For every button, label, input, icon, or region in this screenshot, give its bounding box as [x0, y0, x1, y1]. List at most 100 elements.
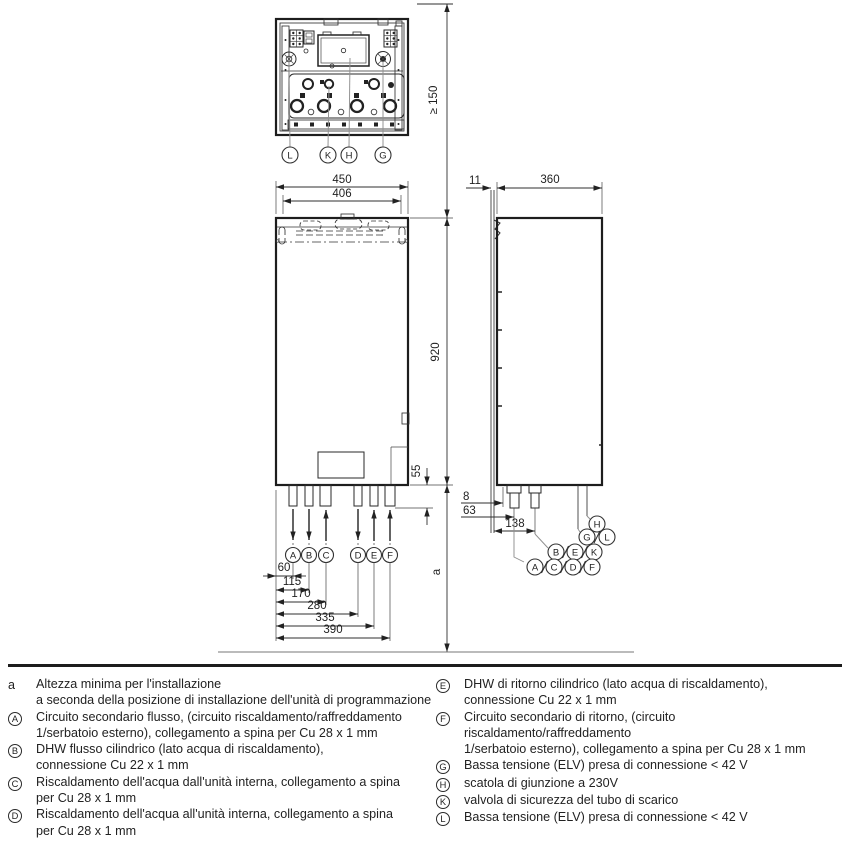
front-pipe-stubs — [288, 484, 396, 507]
front-callout-D: D — [349, 546, 367, 564]
front-callout-F-label: F — [387, 550, 393, 561]
dim-wall-gap: 11 — [469, 175, 481, 187]
legend-key-C: C — [8, 776, 22, 791]
legend-text: 1/serbatoio esterno), collegamento a spi… — [36, 725, 378, 740]
legend-right-column: E DHW di ritorno cilindrico (lato acqua … — [436, 676, 844, 827]
side-callout-H-label: H — [594, 519, 601, 530]
legend-entry-H: H scatola di giunzione a 230V — [436, 775, 844, 792]
side-callout-L-label: L — [604, 532, 609, 543]
side-callout-C-label: C — [551, 562, 558, 573]
side-view: 11 360 8 63 138 H G L — [461, 174, 616, 576]
dim-offset-c: 170 — [291, 588, 310, 600]
top-callout-G: G — [374, 146, 392, 164]
side-callout-F: F — [583, 558, 601, 576]
legend-text: connessione Cu 22 x 1 mm — [36, 758, 189, 773]
dim-offset-f: 390 — [323, 624, 342, 636]
legend-text: Riscaldamento dell'acqua dall'unità inte… — [36, 774, 400, 789]
legend-entry-E: E DHW di ritorno cilindrico (lato acqua … — [436, 676, 844, 709]
legend-text: Riscaldamento dell'acqua all'unità inter… — [36, 807, 393, 822]
dim-side-a: 8 — [463, 491, 469, 503]
legend-entry-D: D Riscaldamento dell'acqua all'unità int… — [8, 806, 432, 839]
top-callout-K-label: K — [325, 150, 332, 161]
side-callout-K: K — [585, 543, 603, 561]
legend-key-B: B — [8, 744, 22, 759]
dim-offset-e: 335 — [315, 612, 334, 624]
legend-key-E: E — [436, 679, 450, 693]
side-callout-C: C — [545, 558, 563, 576]
front-callout-A: A — [284, 546, 302, 564]
legend-key-A: A — [8, 711, 22, 726]
installation-drawing: L K H G ≥ 150 — [218, 3, 634, 653]
legend-key-K: K — [436, 795, 450, 810]
front-callout-E: E — [365, 546, 383, 564]
side-callout-K-label: K — [591, 547, 598, 558]
junction-box — [317, 31, 370, 67]
legend-text: connessione Cu 22 x 1 mm — [464, 693, 617, 708]
legend-key-F: F — [436, 711, 450, 726]
dim-width-inner: 406 — [332, 188, 351, 200]
dim-offset-a: 60 — [278, 562, 291, 574]
front-callout-E-label: E — [371, 550, 377, 561]
side-callout-E-label: E — [572, 547, 578, 558]
legend-text: Circuito secondario flusso, (circuito ri… — [36, 709, 402, 724]
legend-entry-L: L Bassa tensione (ELV) presa di connessi… — [436, 809, 844, 827]
top-callout-H: H — [340, 146, 358, 164]
dim-width-outer: 450 — [332, 174, 351, 186]
dim-clearance-top: ≥ 150 — [410, 3, 453, 219]
legend-text: scatola di giunzione a 230V — [464, 775, 619, 790]
legend-text: per Cu 28 x 1 mm — [36, 791, 137, 806]
terminal-block-left — [289, 29, 304, 48]
top-callout-K: K — [319, 146, 337, 164]
front-callout-B: B — [300, 546, 318, 564]
dim-offset-d: 280 — [307, 600, 326, 612]
front-callout-C: C — [317, 546, 335, 564]
top-callout-G-label: G — [379, 150, 386, 161]
top-view: L K H G — [274, 17, 410, 164]
side-callout-G: G — [578, 528, 596, 546]
dim-depth: 360 — [540, 174, 559, 186]
side-callout-A-label: A — [532, 562, 539, 573]
front-view: A B C D E F — [274, 213, 410, 564]
legend-text: valvola di sicurezza del tubo di scarico — [464, 793, 679, 808]
legend-text: 1/serbatoio esterno), collegamento a spi… — [464, 742, 806, 757]
legend-left-column: a Altezza minima per l'installazione a s… — [8, 676, 432, 839]
legend-divider — [8, 664, 842, 667]
display-panel — [317, 451, 365, 479]
legend-text: Circuito secondario di ritorno, (circuit… — [464, 709, 676, 740]
legend-key-H: H — [436, 777, 450, 792]
side-callout-B: B — [547, 543, 565, 561]
legend-text: DHW di ritorno cilindrico (lato acqua di… — [464, 677, 768, 691]
side-callout-F-label: F — [589, 562, 595, 573]
dim-offset-b: 115 — [283, 576, 301, 588]
legend-text: Bassa tensione (ELV) presa di connession… — [464, 758, 748, 773]
front-callout-A-label: A — [290, 550, 297, 561]
legend-text: per Cu 28 x 1 mm — [36, 823, 137, 838]
top-callout-L-label: L — [287, 150, 292, 161]
side-callout-E: E — [566, 543, 584, 561]
legend-text: Bassa tensione (ELV) presa di connession… — [464, 810, 748, 825]
flow-arrows — [290, 509, 393, 541]
dim-install-height: a — [431, 568, 443, 575]
legend-key-G: G — [436, 760, 450, 775]
side-pipe-stubs — [506, 484, 542, 509]
legend-entry-A: A Circuito secondario flusso, (circuito … — [8, 709, 432, 742]
terminal-block-right — [383, 29, 398, 48]
legend-entry-a: a Altezza minima per l'installazione a s… — [8, 676, 432, 709]
side-callout-G-label: G — [583, 532, 590, 543]
side-callout-L: L — [598, 528, 616, 546]
legend-entry-B: B DHW flusso cilindrico (lato acqua di r… — [8, 741, 432, 774]
legend-entry-G: G Bassa tensione (ELV) presa di connessi… — [436, 757, 844, 775]
legend-text: a seconda della posizione di installazio… — [36, 693, 432, 708]
legend-key-D: D — [8, 809, 22, 824]
legend-entry-C: C Riscaldamento dell'acqua dall'unità in… — [8, 774, 432, 807]
front-dimensions: 450 406 920 55 a 60 115 170 280 — [263, 174, 453, 652]
legend-key-a: a — [8, 678, 16, 692]
side-callout-H: H — [588, 515, 606, 533]
dim-side-b: 63 — [463, 505, 476, 517]
valve-right — [375, 51, 391, 67]
front-callout-D-label: D — [355, 550, 362, 561]
legend-text: DHW flusso cilindrico (lato acqua di ris… — [36, 742, 324, 757]
legend-text: Altezza minima per l'installazione — [36, 677, 222, 691]
side-callout-D: D — [564, 558, 582, 576]
